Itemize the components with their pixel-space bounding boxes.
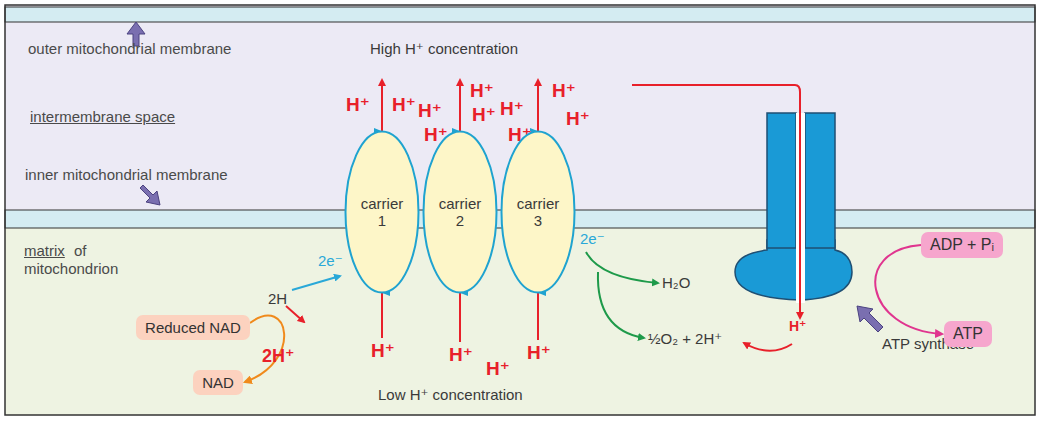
pointer-arrow (140, 185, 160, 205)
membrane-label: inner mitochondrial membrane (25, 166, 228, 184)
proton-label: H⁺ (346, 94, 370, 117)
carrier-label: carrier 2 (432, 195, 488, 230)
hydrogen-label: 2H (268, 290, 287, 308)
molecule-box: ADP + Pᵢ (921, 232, 1003, 258)
molecule-box: Reduced NAD (136, 315, 250, 340)
atp-synthase-stalk (805, 113, 835, 248)
electron-carrier: carrier 2 (422, 130, 498, 294)
molecule-label: NAD (202, 374, 234, 391)
molecule-label: Reduced NAD (145, 319, 241, 336)
electron-arrow (586, 252, 658, 283)
electron-label: 2e⁻ (580, 230, 605, 248)
oxygen-label: ½O₂ + 2H⁺ (648, 330, 722, 348)
region-label: matrix (24, 242, 65, 260)
proton-label: H⁺ (486, 358, 510, 381)
proton-label: H⁺ (449, 344, 473, 367)
proton-flow-arrow (744, 343, 792, 351)
proton-label: H⁺ (789, 318, 807, 335)
atp-synthase-head (735, 240, 852, 300)
electron-arrow (292, 276, 340, 290)
concentration-label: High H⁺ concentration (370, 40, 518, 58)
outer-membrane (5, 7, 1035, 22)
atp-synthase-stalk (767, 113, 796, 248)
proton-label: H⁺ (500, 98, 524, 121)
electron-arrow (598, 272, 644, 338)
molecule-box: NAD (193, 370, 243, 395)
proton-label: H⁺ (527, 342, 551, 365)
proton-label: H⁺ (566, 108, 590, 131)
proton-label: H⁺ (552, 80, 576, 103)
region-label: of mitochondrion (24, 242, 144, 278)
phosphorylation-arrow (875, 245, 942, 334)
molecule-label: ADP + Pᵢ (930, 236, 994, 254)
electron-carrier: carrier 1 (344, 130, 420, 294)
proton-label: H⁺ (470, 80, 494, 103)
electron-label: 2e⁻ (318, 252, 343, 270)
pointer-arrow (857, 306, 883, 332)
proton-release-arrow (286, 306, 304, 322)
carrier-label: carrier 3 (510, 195, 566, 230)
proton-label: H⁺ (392, 94, 416, 117)
region-label: intermembrane space (30, 108, 175, 126)
intermembrane-ground (5, 5, 1035, 415)
proton-label: 2H⁺ (262, 346, 295, 368)
proton-label: H⁺ (371, 340, 395, 363)
molecule-box: ATP (944, 321, 992, 347)
molecule-label: ATP (953, 325, 983, 343)
carrier-label: carrier 1 (354, 195, 410, 230)
concentration-label: Low H⁺ concentration (378, 386, 523, 404)
proton-label: H⁺ (418, 100, 442, 123)
proton-label: H⁺ (472, 104, 496, 127)
water-label: H₂O (662, 274, 690, 292)
frame (5, 5, 1035, 415)
electron-carrier: carrier 3 (500, 130, 576, 294)
membrane-label: outer mitochondrial membrane (28, 40, 231, 58)
